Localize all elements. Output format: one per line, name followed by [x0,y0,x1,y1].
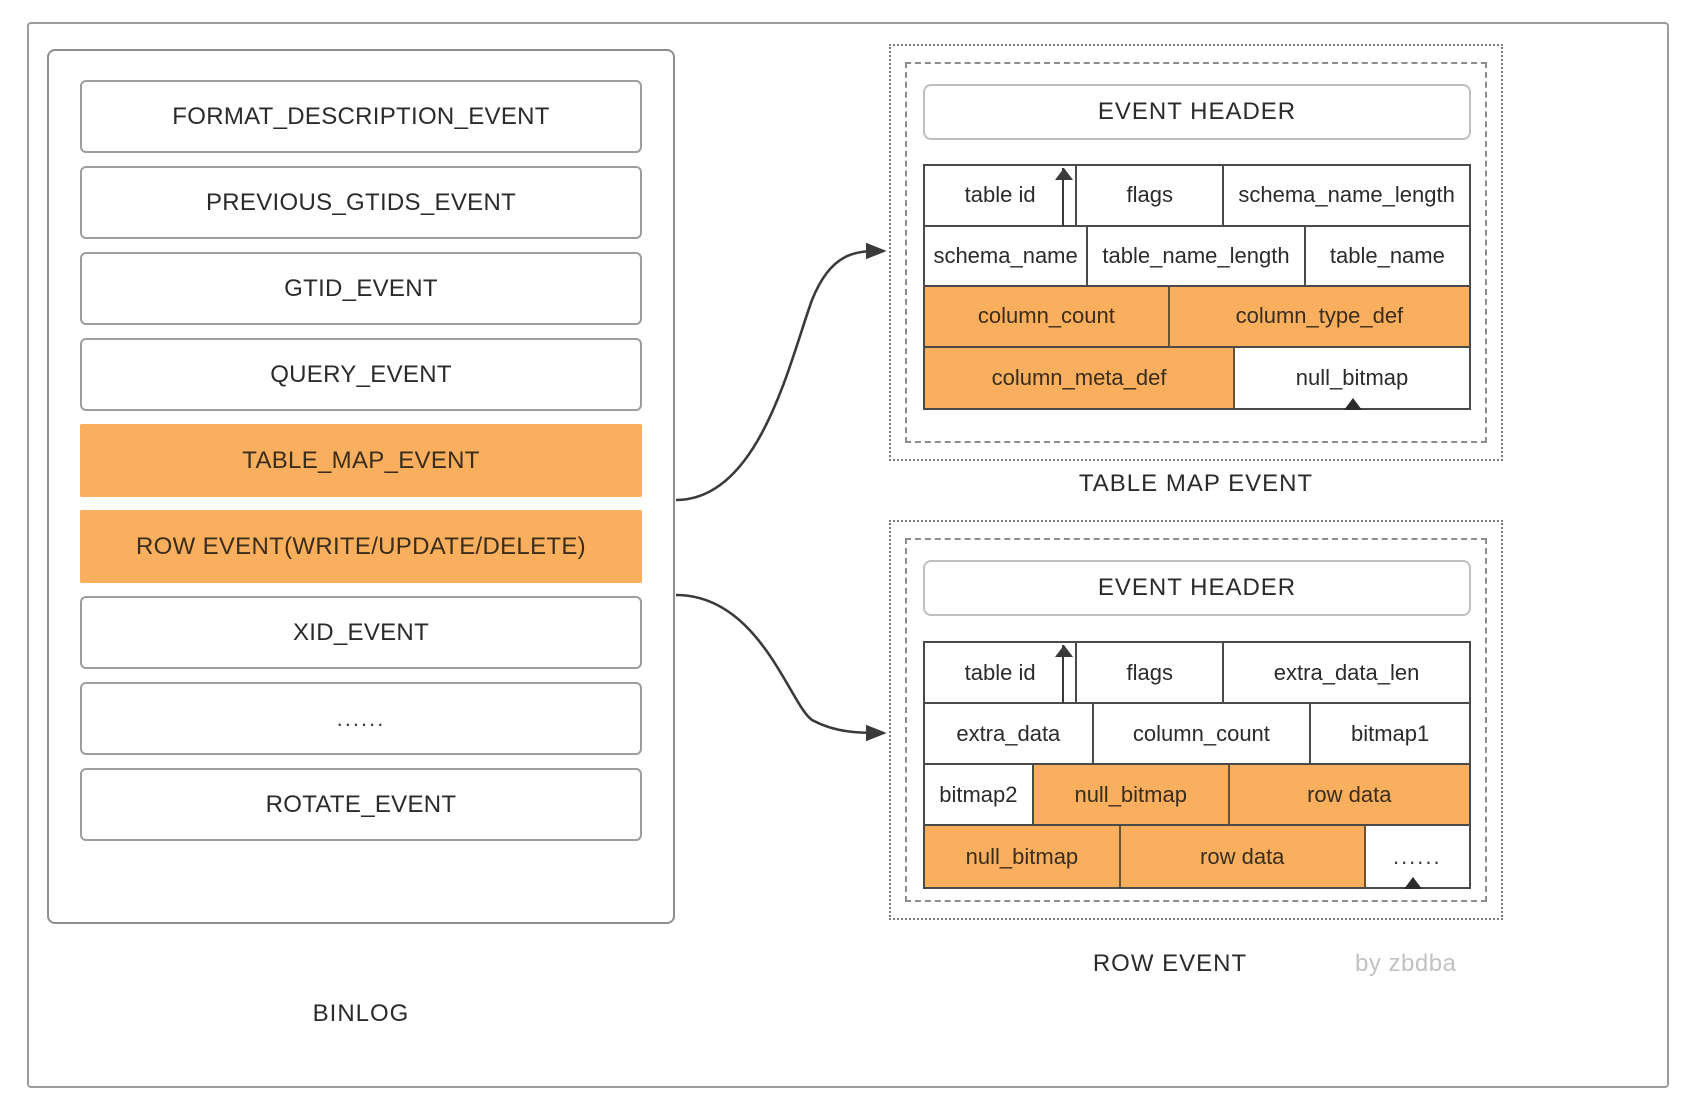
table-map-event-header: EVENT HEADER [923,84,1471,140]
table-map-up-arrow-icon [1055,168,1073,180]
structure-cell-label: table_name_length [1102,242,1290,268]
structure-cell-label: extra_data_len [1273,659,1420,685]
structure-cell-label: schema_name_length [1238,182,1455,208]
credit-label: by zbdba [1355,950,1457,977]
structure-row: column_meta_def null_bitmap [925,347,1469,408]
structure-cell-label: bitmap1 [1350,720,1430,746]
binlog-event-item[interactable]: PREVIOUS_GTIDS_EVENT [80,166,642,239]
structure-cell-label: column_count [1132,720,1270,746]
structure-cell[interactable]: column_count [1093,704,1312,765]
binlog-event-item[interactable]: ROTATE_EVENT [80,768,642,841]
structure-cell[interactable]: extra_data [925,704,1094,765]
binlog-event-label: ROTATE_EVENT [265,790,457,818]
structure-cell[interactable]: table id [925,643,1078,704]
structure-cell[interactable]: column_meta_def [925,347,1236,408]
structure-cell-label: row data [1307,781,1392,807]
structure-cell-label: null_bitmap [1074,781,1187,807]
row-event-trailing-marker-icon [1404,877,1422,889]
structure-row: table id flags extra_data_len [925,643,1469,704]
row-event-caption: ROW EVENT [1092,950,1248,977]
binlog-event-label: TABLE_MAP_EVENT [242,446,480,474]
structure-cell-label: null_bitmap [1295,364,1409,390]
structure-cell-label: ...... [1392,843,1442,869]
structure-cell[interactable]: flags [1077,643,1225,704]
binlog-caption: BINLOG [312,1000,410,1027]
structure-cell[interactable]: null_bitmap [1033,765,1230,826]
binlog-event-list: FORMAT_DESCRIPTION_EVENT PREVIOUS_GTIDS_E… [80,80,642,841]
binlog-event-item[interactable]: TABLE_MAP_EVENT [80,424,642,497]
binlog-event-item[interactable]: XID_EVENT [80,596,642,669]
structure-cell-label: column_count [977,303,1115,329]
structure-cell-label: bitmap2 [939,781,1018,807]
structure-cell-label: row data [1200,843,1285,869]
structure-cell-label: column_meta_def [991,364,1167,390]
structure-cell[interactable]: row data [1120,826,1366,887]
structure-cell[interactable]: extra_data_len [1224,643,1469,704]
table-map-event-caption: TABLE MAP EVENT [1078,470,1314,497]
structure-cell-label: table_name [1329,242,1445,268]
row-event-structure: table id flags extra_data_len extra_data col… [923,641,1471,889]
structure-cell-label: schema_name [933,242,1078,268]
structure-cell[interactable]: flags [1077,166,1225,227]
table-map-table-id-divider [1062,168,1064,226]
structure-cell[interactable]: bitmap2 [925,765,1034,826]
structure-row: schema_name table_name_length table_name [925,226,1469,287]
binlog-event-item[interactable]: GTID_EVENT [80,252,642,325]
structure-cell-label: column_type_def [1235,303,1404,329]
structure-cell[interactable]: column_count [925,287,1170,348]
binlog-event-item[interactable]: ROW EVENT(WRITE/UPDATE/DELETE) [80,510,642,583]
binlog-event-label: QUERY_EVENT [270,360,452,388]
row-event-header: EVENT HEADER [923,560,1471,616]
structure-row: bitmap2 null_bitmap row data [925,765,1469,826]
structure-cell[interactable]: row data [1229,765,1469,826]
structure-row: extra_data column_count bitmap1 [925,704,1469,765]
structure-cell[interactable]: null_bitmap [1235,347,1469,408]
binlog-event-label: PREVIOUS_GTIDS_EVENT [205,188,517,216]
structure-cell-label: table id [964,182,1036,208]
structure-cell[interactable]: null_bitmap [925,826,1121,887]
binlog-event-item[interactable]: QUERY_EVENT [80,338,642,411]
table-map-event-structure: table id flags schema_name_length schema_na… [923,164,1471,410]
binlog-event-item[interactable]: ...... [80,682,642,755]
binlog-event-label: FORMAT_DESCRIPTION_EVENT [172,102,550,130]
row-event-up-arrow-icon [1055,645,1073,657]
structure-cell[interactable]: table id [925,166,1078,227]
binlog-event-item[interactable]: FORMAT_DESCRIPTION_EVENT [80,80,642,153]
structure-cell-label: flags [1126,182,1173,208]
structure-cell[interactable]: schema_name_length [1224,166,1469,227]
structure-cell[interactable]: ...... [1365,826,1469,887]
row-event-table-id-divider [1062,645,1064,703]
structure-cell[interactable]: schema_name [925,226,1089,287]
structure-cell[interactable]: table_name [1305,226,1469,287]
structure-cell[interactable]: bitmap1 [1311,704,1469,765]
structure-cell-label: flags [1126,659,1173,685]
binlog-event-label: XID_EVENT [292,618,430,646]
structure-row: table id flags schema_name_length [925,166,1469,227]
structure-cell[interactable]: column_type_def [1169,287,1469,348]
binlog-event-label: GTID_EVENT [284,274,438,302]
structure-cell-label: null_bitmap [965,843,1079,869]
table-map-null-bitmap-marker-icon [1344,398,1362,410]
structure-row: null_bitmap row data...... [925,826,1469,887]
binlog-event-label: ...... [336,705,386,731]
structure-cell-label: table id [964,659,1036,685]
structure-row: column_count column_type_def [925,287,1469,348]
structure-cell-label: extra_data [956,720,1061,746]
structure-cell[interactable]: table_name_length [1088,226,1306,287]
binlog-event-label: ROW EVENT(WRITE/UPDATE/DELETE) [136,532,586,560]
